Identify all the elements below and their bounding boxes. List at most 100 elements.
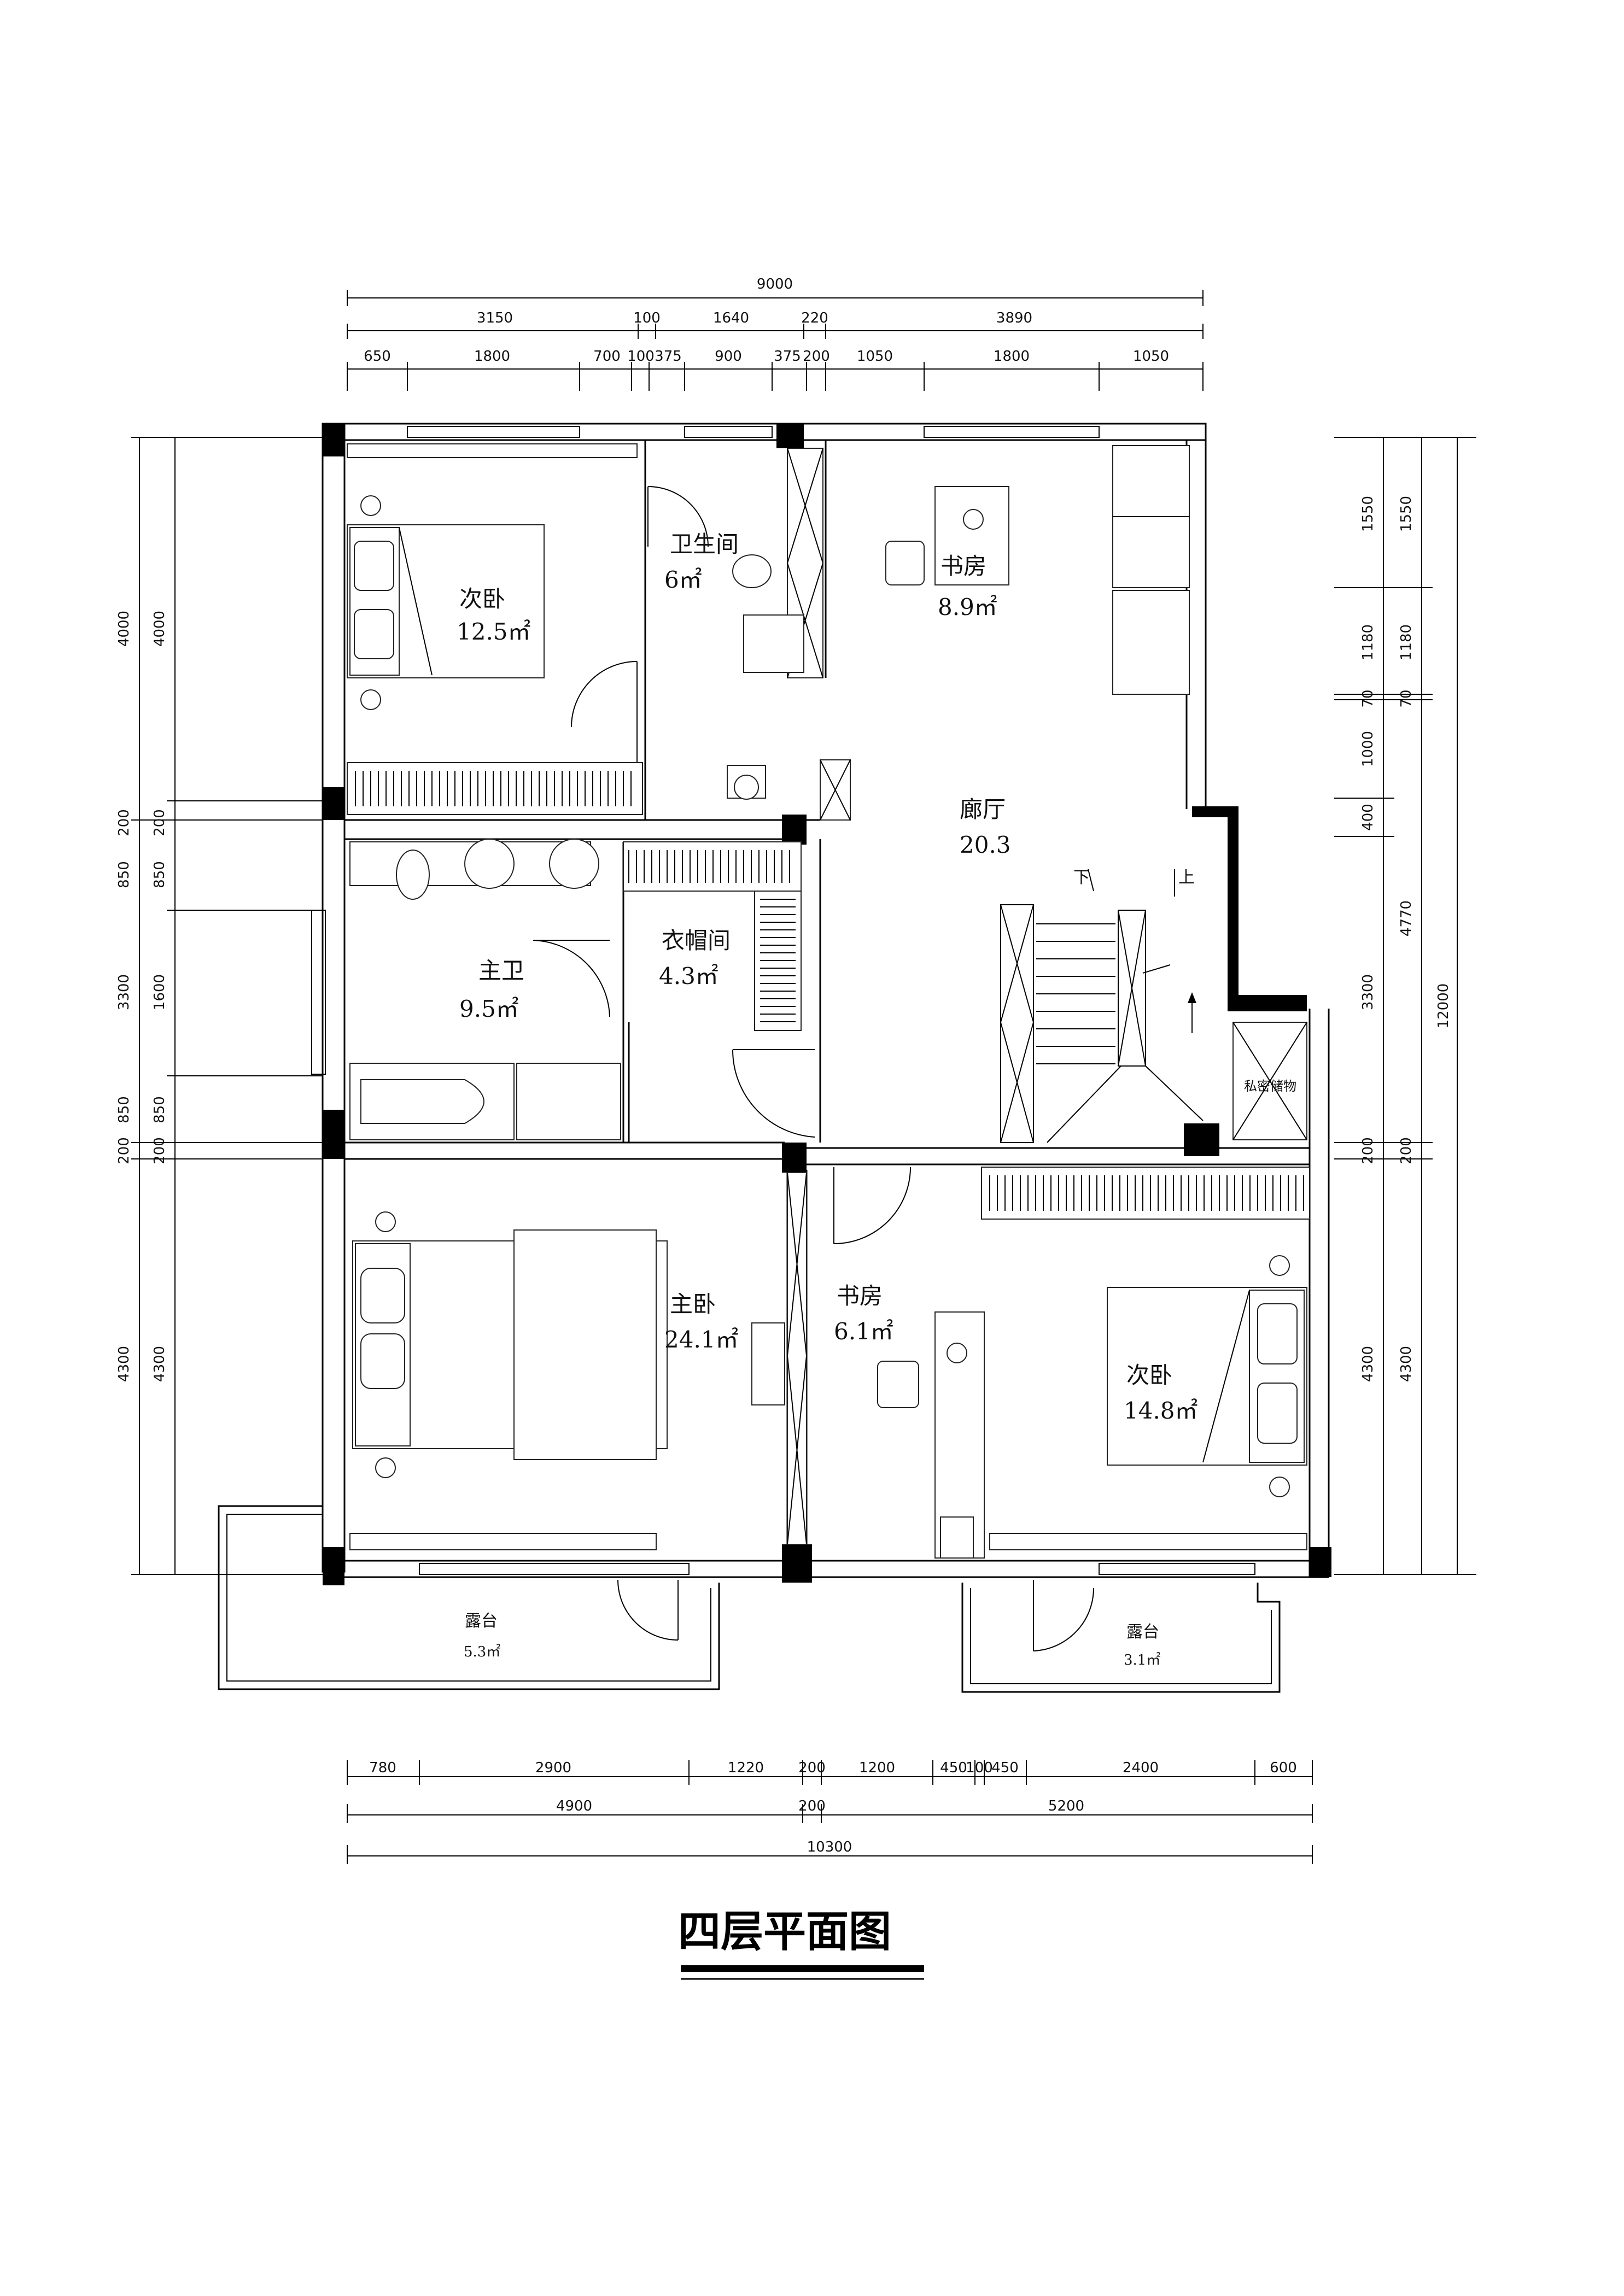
dim-bottom-mid-1: 4900: [556, 1798, 592, 1814]
dim-left-inner-2: 200: [151, 809, 168, 836]
dim-top-mid-5: 3890: [996, 310, 1032, 326]
dim-top-detail-5: 375: [655, 348, 682, 365]
dim-right-inner-7: 200: [1360, 1137, 1376, 1164]
dim-right-mid-1: 1550: [1398, 496, 1415, 532]
doors: [533, 486, 1095, 1651]
dim-right-mid-5: 200: [1398, 1137, 1415, 1164]
dim-top-detail-2: 1800: [474, 348, 510, 365]
room-terrace-w-area: 5.3㎡: [464, 1644, 500, 1660]
dim-left-inner-1: 4000: [151, 611, 168, 647]
stair-down-label: 下: [1073, 868, 1090, 887]
dim-bottom-detail-6: 450: [940, 1760, 967, 1776]
drawing-title-block: 四层平面图: [678, 1907, 924, 1980]
furniture: [347, 443, 1310, 1559]
dim-right-mid-6: 4300: [1398, 1346, 1415, 1382]
room-labels: 次卧 12.5㎡ 卫生间 6㎡ 书房 8.9㎡ 廊厅 20.3 衣帽间 4.3㎡…: [457, 531, 1296, 1668]
dim-top-detail-4: 100: [627, 348, 655, 365]
bottom-dimensions: 780 2900 1220 200 1200 450 100 450 2400 …: [347, 1760, 1313, 1864]
dim-top-total: 9000: [757, 276, 793, 292]
dim-right-mid-3: 70: [1398, 689, 1415, 707]
room-terrace-e-name: 露台: [1126, 1623, 1159, 1642]
room-study-n-area: 8.9㎡: [938, 594, 997, 620]
room-master-bedroom-name: 主卧: [670, 1291, 716, 1317]
room-cloakroom-name: 衣帽间: [662, 927, 731, 954]
terraces: [218, 1505, 1281, 1693]
stair-up-label: 上: [1178, 868, 1195, 887]
left-dimensions: 4000 200 850 3300 850 200 4300 4000 200 …: [116, 437, 323, 1575]
room-hall-area: 20.3: [960, 831, 1011, 858]
dim-right-mid-2: 1180: [1398, 624, 1415, 660]
dim-bottom-detail-5: 1200: [859, 1760, 895, 1776]
top-dimensions: 9000 3150 100 1640 220 3890 650 1800 700…: [347, 276, 1204, 391]
dim-top-mid-4: 220: [801, 310, 828, 326]
dim-bottom-detail-3: 1220: [728, 1760, 764, 1776]
dim-left-inner-4: 1600: [151, 974, 168, 1010]
dim-bottom-detail-7: 100: [966, 1760, 993, 1776]
room-master-bedroom-area: 24.1㎡: [664, 1326, 739, 1353]
room-bedroom-nw-area: 12.5㎡: [457, 618, 531, 645]
room-cloakroom-area: 4.3㎡: [659, 963, 718, 989]
room-bedroom-nw-name: 次卧: [459, 585, 505, 612]
dim-bottom-detail-2: 2900: [535, 1760, 571, 1776]
room-master-bath-name: 主卫: [478, 957, 524, 984]
dim-bottom-mid-3: 5200: [1048, 1798, 1084, 1814]
dim-left-outer-3: 850: [116, 861, 132, 888]
dim-top-detail-1: 650: [364, 348, 391, 365]
dim-left-outer-4: 3300: [116, 974, 132, 1010]
dim-top-mid-1: 3150: [477, 310, 513, 326]
dim-right-inner-5: 400: [1360, 804, 1376, 831]
dim-right-inner-4: 1000: [1360, 731, 1376, 767]
right-dimensions: 1550 1180 70 1000 400 3300 200 4300 1550…: [1334, 437, 1476, 1575]
dim-top-detail-3: 700: [593, 348, 621, 365]
room-study-s-name: 书房: [837, 1282, 883, 1309]
room-master-bath-area: 9.5㎡: [459, 995, 519, 1022]
dim-top-detail-6: 900: [715, 348, 742, 365]
dim-right-mid-4: 4770: [1398, 900, 1415, 936]
dim-bottom-detail-9: 2400: [1123, 1760, 1159, 1776]
room-storage-name: 私密储物: [1244, 1079, 1296, 1094]
dim-top-detail-7: 375: [774, 348, 801, 365]
room-study-n-name: 书房: [940, 553, 986, 579]
dim-top-detail-10: 1800: [994, 348, 1030, 365]
dim-bottom-detail-10: 600: [1270, 1760, 1297, 1776]
dim-left-outer-6: 200: [116, 1137, 132, 1164]
room-study-s-area: 6.1㎡: [834, 1318, 893, 1345]
dim-bottom-detail-8: 450: [991, 1760, 1019, 1776]
dim-right-total: 12000: [1435, 983, 1452, 1029]
dim-right-inner-6: 3300: [1360, 974, 1376, 1010]
staircase: 下 上: [1000, 868, 1204, 1143]
walls: [322, 423, 1331, 1585]
dim-left-inner-7: 4300: [151, 1346, 168, 1382]
windows: [311, 426, 1255, 1575]
dim-top-detail-9: 1050: [857, 348, 893, 365]
dim-right-inner-1: 1550: [1360, 496, 1376, 532]
dim-right-inner-8: 4300: [1360, 1346, 1376, 1382]
dim-left-outer-1: 4000: [116, 611, 132, 647]
room-terrace-e-area: 3.1㎡: [1124, 1652, 1160, 1668]
dim-top-mid-3: 1640: [713, 310, 749, 326]
dim-right-inner-3: 70: [1360, 689, 1376, 707]
dim-bottom-detail-4: 200: [798, 1760, 826, 1776]
room-bathroom-name: 卫生间: [670, 531, 739, 558]
dim-bottom-total: 10300: [807, 1839, 852, 1855]
room-bedroom-se-area: 14.8㎡: [1124, 1397, 1198, 1424]
dim-top-mid-2: 100: [633, 310, 661, 326]
dim-left-inner-3: 850: [151, 861, 168, 888]
room-bedroom-se-name: 次卧: [1126, 1362, 1172, 1389]
dim-left-inner-5: 850: [151, 1096, 168, 1123]
dim-left-inner-6: 200: [151, 1137, 168, 1164]
room-hall-name: 廊厅: [960, 796, 1006, 823]
dim-top-detail-8: 200: [803, 348, 830, 365]
dim-bottom-mid-2: 200: [798, 1798, 826, 1814]
drawing-title: 四层平面图: [678, 1907, 891, 1957]
dim-right-inner-2: 1180: [1360, 624, 1376, 660]
dim-top-detail-11: 1050: [1133, 348, 1169, 365]
dim-bottom-detail-1: 780: [369, 1760, 396, 1776]
dim-left-outer-5: 850: [116, 1096, 132, 1123]
dim-left-outer-2: 200: [116, 809, 132, 836]
room-terrace-w-name: 露台: [465, 1612, 498, 1631]
dim-left-outer-7: 4300: [116, 1346, 132, 1382]
title-underline-thick: [681, 1965, 924, 1972]
room-bathroom-area: 6㎡: [664, 566, 702, 593]
